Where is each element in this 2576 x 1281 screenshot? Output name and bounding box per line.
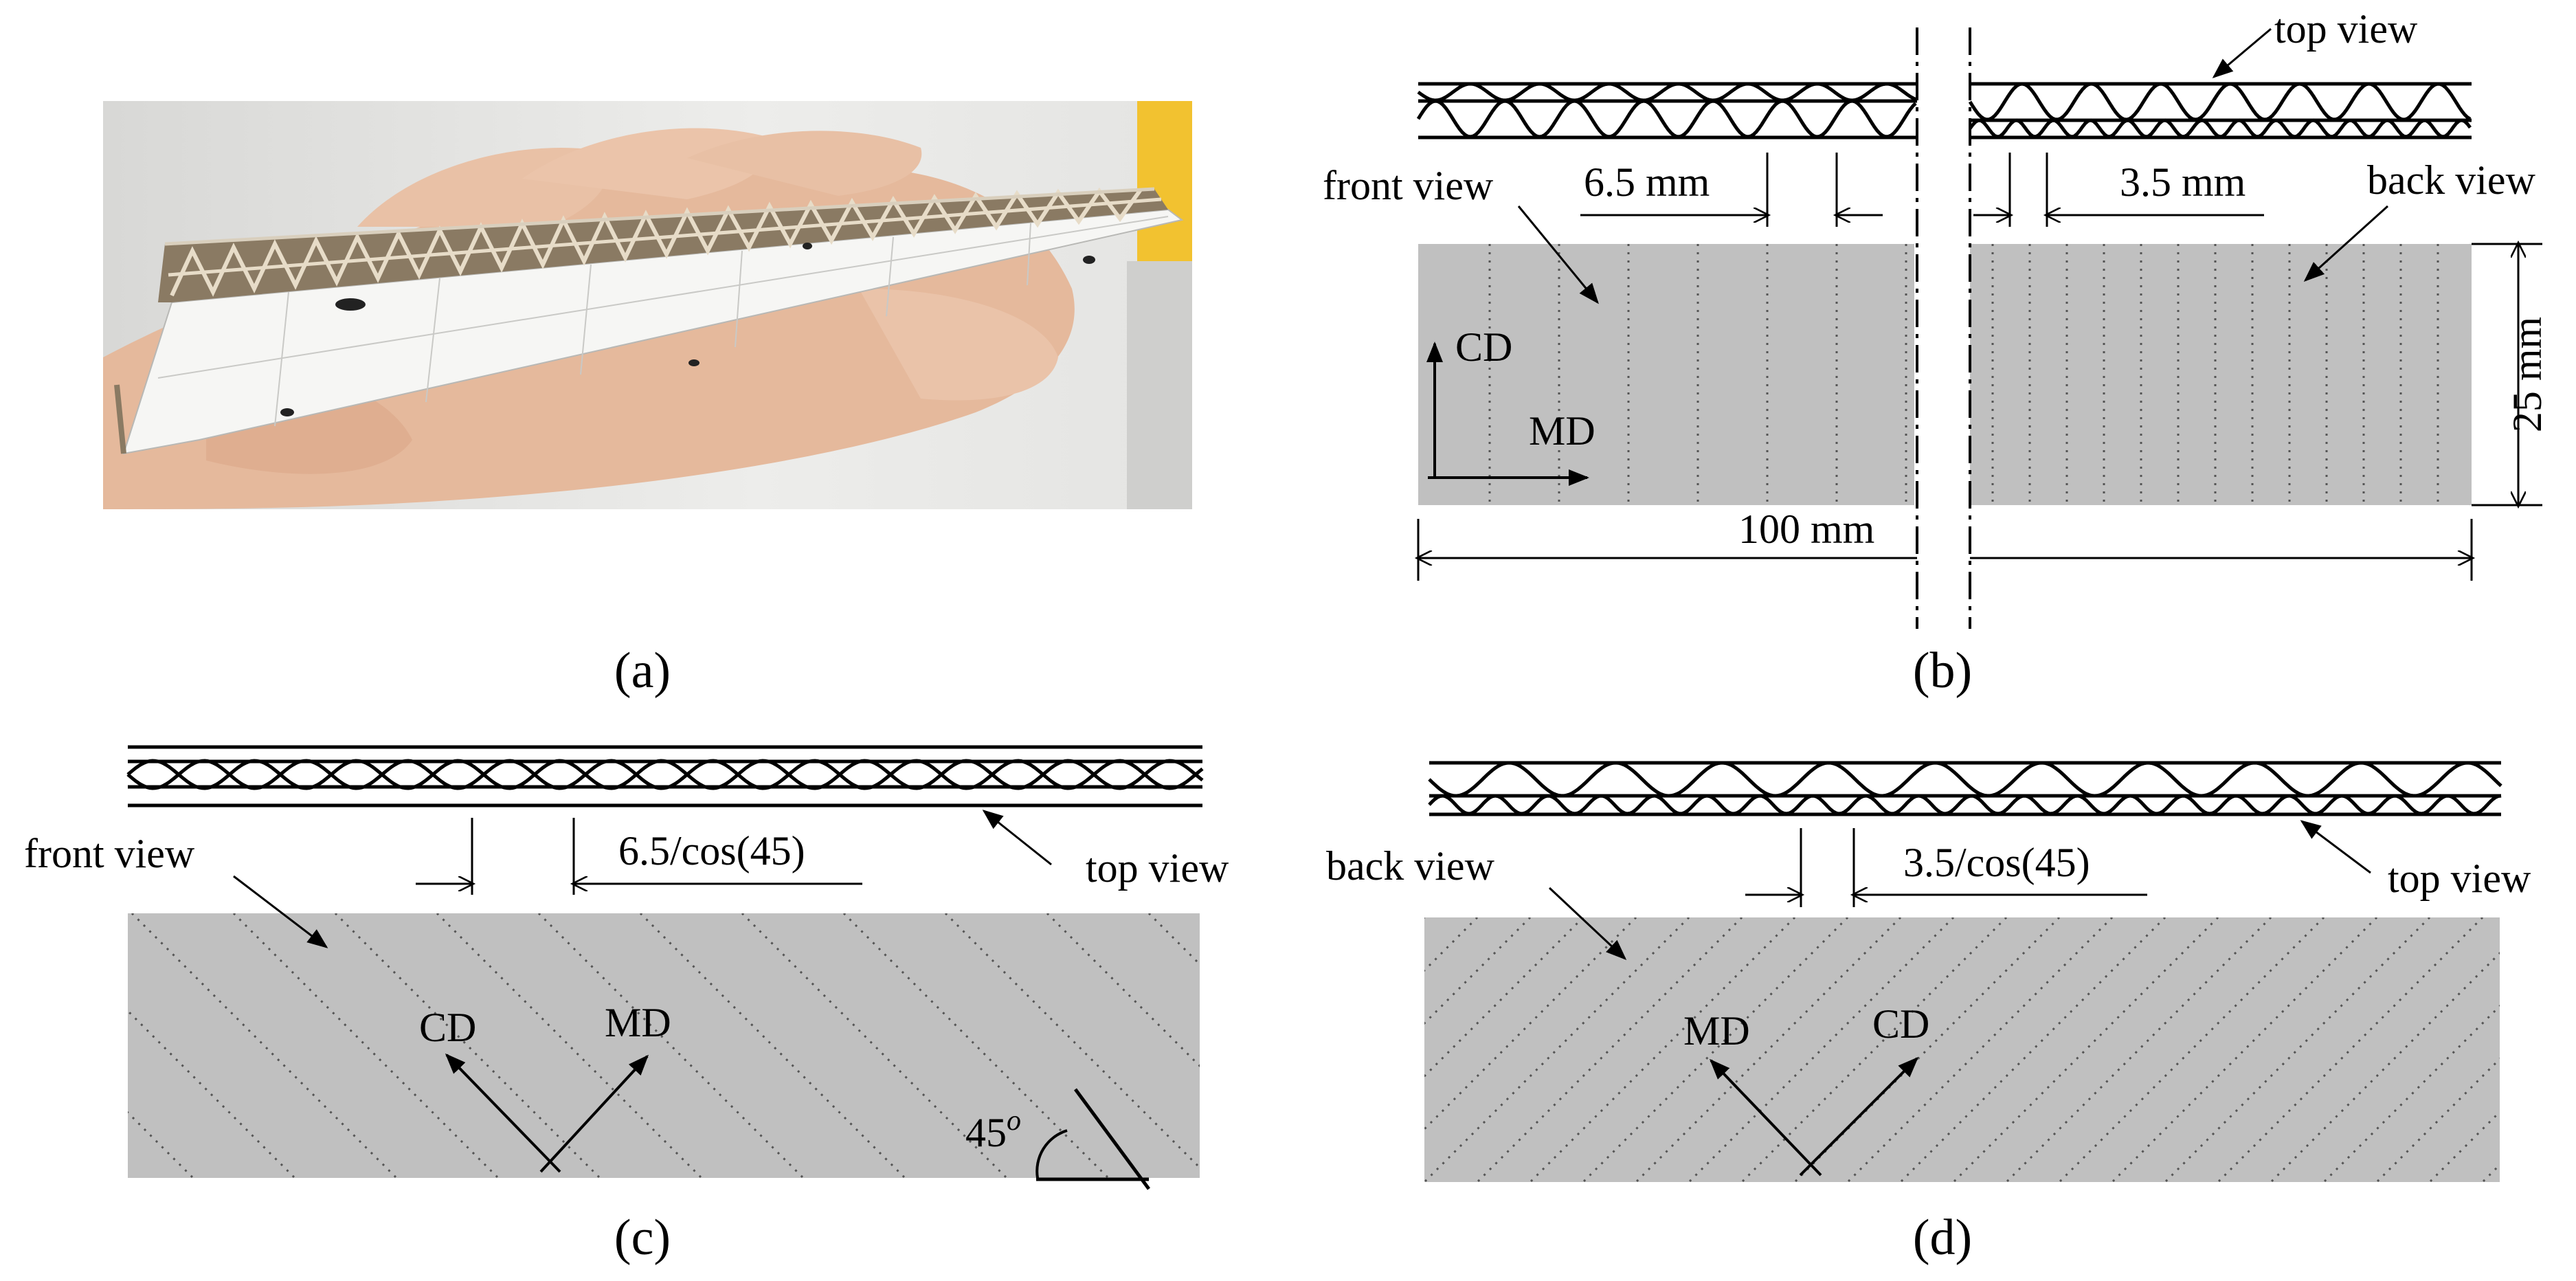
d-back-view-specimen <box>1424 917 2500 1182</box>
panel-c: 6.5/cos(45) front view top view CD MD 45… <box>0 745 1229 1266</box>
b-height-label: 25 mm <box>2505 317 2550 432</box>
panel-c-label: (c) <box>614 1210 671 1266</box>
c-axis-cd-label: CD <box>419 1005 476 1050</box>
top-view-right-strip <box>1968 82 2472 140</box>
panel-a-label: (a) <box>614 643 671 699</box>
b-top-view-label: top view <box>2274 6 2418 52</box>
b-back-pitch-label: 3.5 mm <box>2120 159 2245 205</box>
board-front-liner <box>122 208 1184 455</box>
panel-b-label: (b) <box>1913 643 1972 699</box>
c-front-view-specimen <box>128 913 1200 1178</box>
b-axis-md-label: MD <box>1529 408 1595 454</box>
d-axis-md-label: MD <box>1683 1008 1750 1054</box>
d-back-view-label: back view <box>1326 843 1495 889</box>
b-front-pitch-label: 6.5 mm <box>1584 159 1710 205</box>
b-axis-cd-label: CD <box>1455 324 1512 370</box>
back-view-specimen <box>1970 244 2472 505</box>
b-length-label: 100 mm <box>1738 506 1874 552</box>
specimen-photo <box>103 101 1192 509</box>
c-front-view-label: front view <box>24 831 195 876</box>
b-front-view-label: front view <box>1323 163 1494 208</box>
c-pitch-label: 6.5/cos(45) <box>618 828 805 873</box>
b-back-view-label: back view <box>2367 157 2536 203</box>
panel-b: top view 6.5 mm 3.5 mm front view back v… <box>1323 6 2550 699</box>
c-top-view-label: top view <box>1086 845 1229 891</box>
c-angle-label: 45o <box>965 1105 1021 1155</box>
panel-d-label: (d) <box>1913 1210 1972 1266</box>
d-pitch-label: 3.5/cos(45) <box>1903 840 2090 885</box>
c-top-view-strip <box>126 745 1204 807</box>
c-axis-md-label: MD <box>605 1000 671 1045</box>
d-top-view-strip <box>1428 761 2502 816</box>
d-axis-cd-label: CD <box>1872 1001 1929 1047</box>
yellow-accent <box>1137 101 1192 266</box>
flute-line <box>0 913 91 1178</box>
panel-d: 3.5/cos(45) back view top view MD CD (d) <box>1326 761 2576 1266</box>
c-angle-arc <box>1035 1129 1068 1179</box>
top-view-left-strip <box>1416 82 1917 140</box>
board-flutes <box>170 187 1143 297</box>
front-view-specimen <box>1418 244 1914 505</box>
d-top-view-label: top view <box>2388 856 2531 901</box>
flute-line <box>2535 917 2576 1182</box>
